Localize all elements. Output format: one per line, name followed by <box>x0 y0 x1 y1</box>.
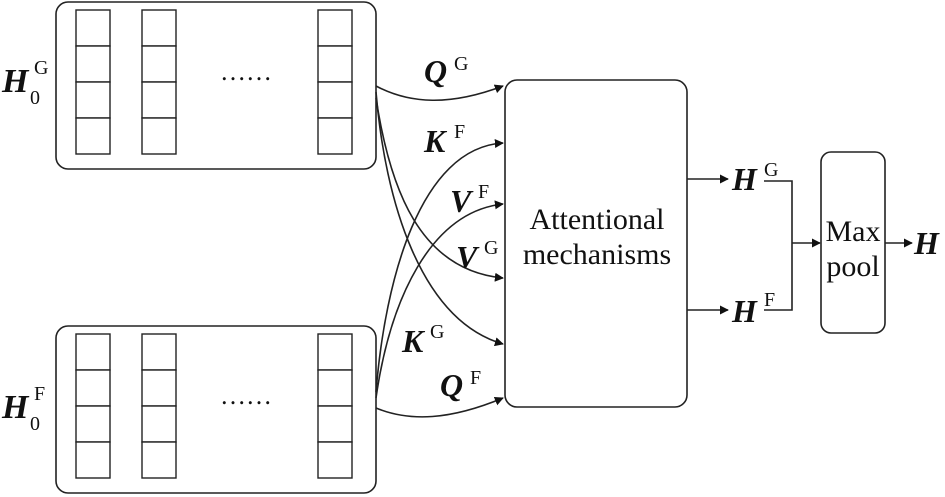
attention-label-line1: Attentional <box>530 203 665 236</box>
edge-label-k-f-symbol: K <box>423 123 448 159</box>
input-label-h0-f: H 0 F <box>1 383 45 435</box>
attention-block: Attentional mechanisms <box>504 79 688 408</box>
input-label-h0-f-sup: F <box>34 383 45 405</box>
final-output-label: H <box>913 225 940 261</box>
input-block-g: …… <box>55 1 377 170</box>
feature-column-g-n <box>317 9 353 155</box>
edge-label-v-g: V G <box>456 237 498 275</box>
merge-wire-h-g <box>764 180 793 243</box>
input-label-h0-g-sub: 0 <box>30 87 40 109</box>
arrow-q-f <box>375 396 504 418</box>
arrow-v-g <box>375 97 504 282</box>
edge-label-k-g-symbol: K <box>401 323 426 359</box>
edge-label-q-g-symbol: Q <box>424 53 447 89</box>
merge-wire-h-f <box>764 243 793 311</box>
edge-label-q-f: Q F <box>440 367 481 403</box>
feature-column-f-n <box>317 333 353 479</box>
attention-label-line2: mechanisms <box>523 238 671 271</box>
arrow-q-g <box>375 84 504 102</box>
input-label-h0-g-sup: G <box>34 57 48 79</box>
output-label-h-g-symbol: H <box>731 161 758 197</box>
edge-label-q-f-symbol: Q <box>440 367 463 403</box>
edge-label-q-g-sup: G <box>454 53 468 75</box>
ellipsis-f: …… <box>220 381 272 410</box>
input-label-h0-f-sub: 0 <box>30 413 40 435</box>
edge-label-v-f-symbol: V <box>450 183 474 219</box>
arrow-k-f <box>375 139 504 393</box>
feature-column-g-2 <box>141 9 177 155</box>
edge-label-k-g: K G <box>401 321 444 359</box>
output-label-h-g: H G <box>731 159 778 197</box>
edge-label-k-g-sup: G <box>430 321 444 343</box>
input-label-h0-g: H 0 G <box>1 57 48 109</box>
output-label-h-f-sup: F <box>764 289 775 311</box>
output-label-h-f-symbol: H <box>731 293 758 329</box>
feature-column-f-1 <box>75 333 111 479</box>
output-label-h-f: H F <box>731 289 775 329</box>
maxpool-block: Max pool <box>820 151 886 334</box>
feature-column-g-1 <box>75 9 111 155</box>
edge-label-v-f-sup: F <box>478 181 489 203</box>
edge-label-k-f: K F <box>423 121 465 159</box>
output-label-h-g-sup: G <box>764 159 778 181</box>
edge-label-q-g: Q G <box>424 53 468 89</box>
input-label-h0-f-symbol: H <box>1 389 30 426</box>
edge-label-v-g-symbol: V <box>456 239 480 275</box>
input-label-h0-g-symbol: H <box>1 63 30 100</box>
edge-label-k-f-sup: F <box>454 121 465 143</box>
edge-label-v-g-sup: G <box>484 237 498 259</box>
edge-label-v-f: V F <box>450 181 489 219</box>
edge-label-q-f-sup: F <box>470 367 481 389</box>
input-block-f: …… <box>55 325 377 494</box>
maxpool-label-line1: Max <box>826 215 881 248</box>
ellipsis-g: …… <box>220 57 272 86</box>
feature-column-f-2 <box>141 333 177 479</box>
arrow-v-f <box>375 200 504 399</box>
maxpool-label-line2: pool <box>826 250 879 283</box>
arrow-k-g <box>375 91 504 347</box>
